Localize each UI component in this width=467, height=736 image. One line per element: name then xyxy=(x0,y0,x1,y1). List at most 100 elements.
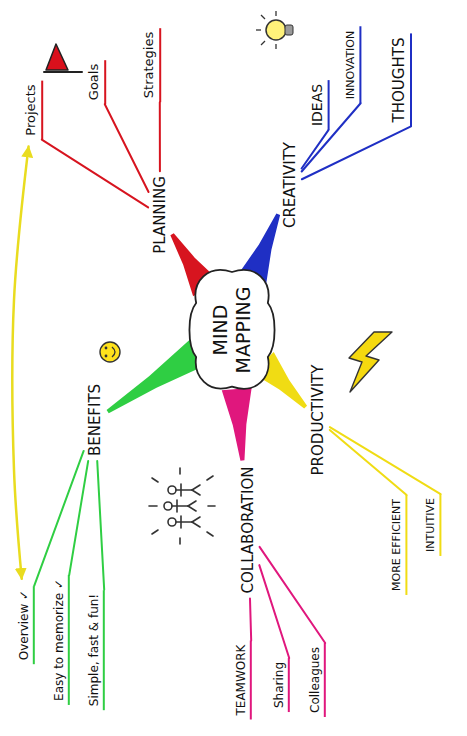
lightning-bolt xyxy=(349,332,392,392)
figure-ray xyxy=(179,538,181,544)
branch-line xyxy=(159,102,161,171)
bulb-glass xyxy=(266,20,286,40)
figure-ray xyxy=(152,478,158,482)
lightning-icon xyxy=(349,332,392,392)
figure-leg xyxy=(192,522,200,527)
topic-text: MORE EFFICIENT xyxy=(390,499,403,591)
figure-ray xyxy=(179,468,181,474)
topic-text: TEAMWORK xyxy=(234,645,248,716)
subtopic-label: Projects xyxy=(21,80,43,139)
subtopic-label: Sharing xyxy=(270,658,290,712)
subtopic-label: INTUITIVE xyxy=(422,494,441,556)
subtopic-label: Simple, fast & fun! xyxy=(85,590,105,710)
topic-text: CREATIVITY xyxy=(281,142,299,228)
topic-text: THOUGHTS xyxy=(390,38,408,123)
figure-arms xyxy=(180,516,182,528)
cloud-shape xyxy=(189,270,274,389)
branch-band xyxy=(107,340,207,413)
branch-label: CREATIVITY xyxy=(279,138,301,232)
figure-ray xyxy=(207,532,213,536)
subtopic-label: Easy to memorize ✓ xyxy=(50,575,70,705)
central-topic: MIND MAPPING xyxy=(187,263,277,398)
subtopic-label: Colleagues xyxy=(306,643,326,717)
topic-text: IDEAS xyxy=(309,84,326,126)
flag-cloth xyxy=(46,44,68,70)
branch-band xyxy=(222,388,252,461)
subtopic-label: TEAMWORK xyxy=(232,641,252,720)
subtopic-label: Strategies xyxy=(139,28,161,102)
topic-text: INTUITIVE xyxy=(424,498,437,552)
flag-icon xyxy=(44,44,82,72)
subtopic-label: IDEAS xyxy=(307,80,330,130)
smiley-eye xyxy=(105,355,108,358)
branch-line xyxy=(69,461,88,575)
branch-label: PRODUCTIVITY xyxy=(307,361,329,480)
topic-text: Sharing xyxy=(272,662,286,708)
figure-leg xyxy=(192,517,200,522)
flag-pole xyxy=(44,71,82,73)
figure-ray xyxy=(208,505,215,507)
topic-text: Goals xyxy=(86,64,102,100)
subtopic-label: Overview ✓ xyxy=(15,586,35,664)
bulb-ray xyxy=(261,15,265,19)
figure-leg xyxy=(192,485,200,490)
topic-text: Strategies xyxy=(141,32,157,98)
lightbulb-icon xyxy=(256,11,293,49)
branch-line xyxy=(42,140,148,208)
figure-ray xyxy=(149,505,157,507)
figure-body xyxy=(176,489,192,491)
bulb-ray xyxy=(275,44,276,49)
smiley-eye xyxy=(105,347,108,350)
bulb-base xyxy=(285,25,293,35)
branch-line xyxy=(302,130,329,168)
smiley-icon xyxy=(100,342,120,362)
branch-label: BENEFITS xyxy=(84,380,106,460)
figure-leg xyxy=(192,490,200,495)
branch-line xyxy=(97,461,104,590)
connector-group xyxy=(12,102,440,658)
branch-line xyxy=(34,451,83,586)
branch-line xyxy=(330,427,441,494)
figure-head xyxy=(168,518,176,526)
figure-leg xyxy=(188,506,196,511)
branch-line xyxy=(330,430,407,495)
figure-arms xyxy=(180,484,182,496)
topic-text: Overview ✓ xyxy=(17,590,31,660)
branch-line xyxy=(105,104,149,192)
topic-text: MIND MAPPING xyxy=(209,287,255,374)
figure-ray xyxy=(207,476,213,480)
figure-ray xyxy=(152,530,158,534)
topic-text: Simple, fast & fun! xyxy=(87,594,101,706)
figure-body xyxy=(176,521,192,523)
topic-text: Projects xyxy=(23,84,39,135)
subtopic-label: THOUGHTS xyxy=(388,34,412,127)
topic-text: PRODUCTIVITY xyxy=(309,365,327,476)
figure-arms xyxy=(176,500,178,512)
smiley-mouth xyxy=(112,347,115,357)
topic-text: Colleagues xyxy=(308,647,322,713)
smiley-face xyxy=(100,342,120,362)
link-arrow xyxy=(12,147,28,579)
subtopic-label: Goals xyxy=(84,60,106,104)
subtopic-label: INNOVATION xyxy=(342,27,361,104)
topic-text: PLANNING xyxy=(151,176,169,254)
topic-text: Easy to memorize ✓ xyxy=(52,579,66,701)
figure-leg xyxy=(188,501,196,506)
topic-text: BENEFITS xyxy=(86,384,104,456)
branch-label: COLLABORATION xyxy=(237,463,259,598)
subtopic-label: MORE EFFICIENT xyxy=(388,495,407,595)
topic-text: INNOVATION xyxy=(344,31,357,100)
branch-line xyxy=(302,126,411,179)
figure-head xyxy=(168,486,176,494)
topic-text: COLLABORATION xyxy=(239,467,257,594)
team-figures-icon xyxy=(149,468,215,544)
figure-head xyxy=(164,502,172,510)
bulb-ray xyxy=(261,41,265,45)
branch-line xyxy=(259,565,289,658)
branch-label: PLANNING xyxy=(149,172,171,258)
bulb-ray xyxy=(275,11,276,16)
bulb-ray xyxy=(256,29,261,30)
branch-line xyxy=(260,547,326,643)
figure-body xyxy=(172,505,188,507)
branch-line xyxy=(250,598,251,640)
